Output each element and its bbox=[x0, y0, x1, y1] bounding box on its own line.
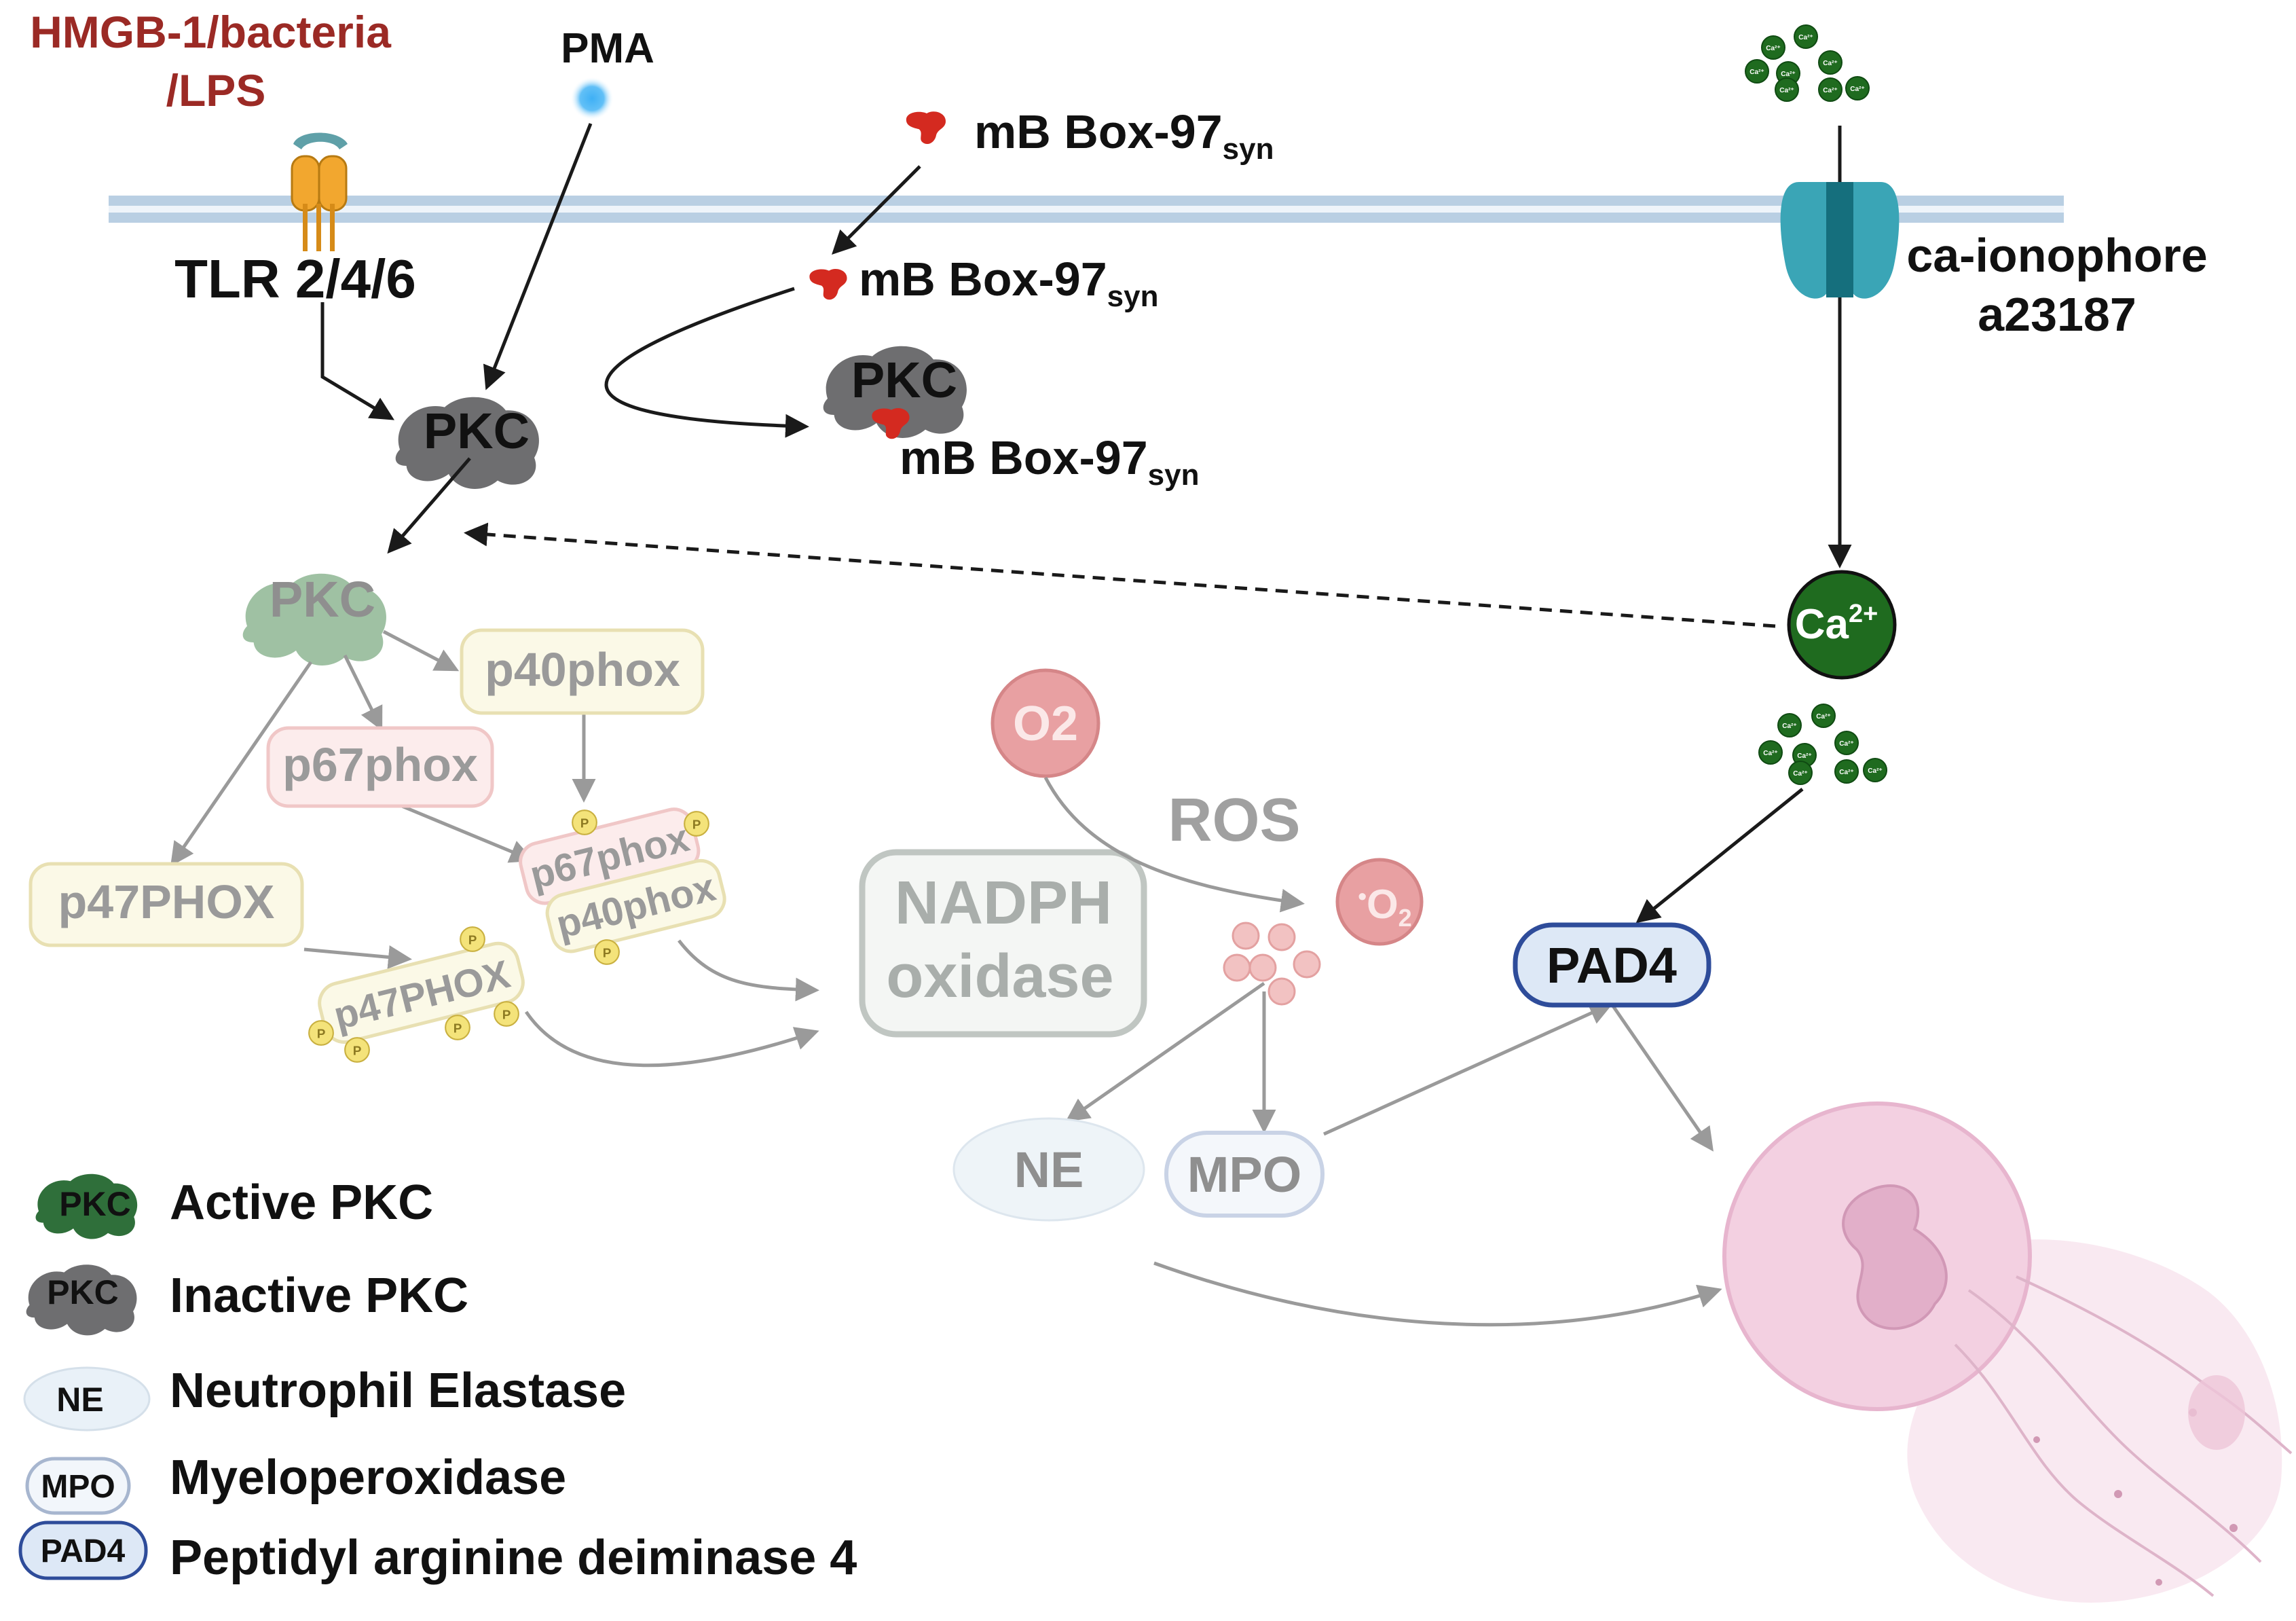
legend-item-mpo: MPO Myeloperoxidase bbox=[25, 1451, 566, 1515]
calcium-cluster-bottom bbox=[1758, 704, 1887, 785]
p67phox-label: p67phox bbox=[282, 738, 478, 791]
tlr-receptor-icon bbox=[291, 132, 348, 251]
inhibitor-label-bound: mB Box-97syn bbox=[900, 431, 1199, 492]
calcium-node: Ca2+ bbox=[1787, 570, 1897, 680]
legend-label: Peptidyl arginine deiminase 4 bbox=[170, 1531, 857, 1585]
cell-membrane bbox=[109, 196, 2064, 223]
tlr-label: TLR 2/4/6 bbox=[174, 249, 416, 309]
inhibitor-label-inside: mB Box-97syn bbox=[859, 253, 1158, 313]
pkc-complex-label: PKC bbox=[851, 352, 957, 408]
pad4-node: PAD4 bbox=[1513, 922, 1711, 1008]
p67phox-box: p67phox bbox=[266, 726, 494, 808]
legend-key: PKC bbox=[59, 1185, 131, 1223]
signal-arrows bbox=[320, 123, 1852, 924]
ionophore-label: ca-ionophore bbox=[1906, 229, 2207, 282]
nadph-oxidase-box: NADPH oxidase bbox=[859, 849, 1147, 1038]
stimulus-label-line2: /LPS bbox=[166, 65, 266, 115]
p40phox-box: p40phox bbox=[460, 628, 705, 715]
o2-node: O2 bbox=[990, 668, 1100, 778]
p40phox-label: p40phox bbox=[485, 643, 680, 696]
legend-item-ne: NE Neutrophil Elastase bbox=[23, 1364, 626, 1432]
phospho-complex-p47: p47PHOX bbox=[318, 941, 525, 1044]
svg-text:Ca2+: Ca2+ bbox=[1795, 600, 1878, 648]
mpo-label: MPO bbox=[1187, 1146, 1302, 1203]
stimulus-label: HMGB-1/bacteria bbox=[30, 7, 392, 57]
netosis-cell-icon bbox=[1722, 1101, 2293, 1603]
legend-key: PAD4 bbox=[41, 1533, 126, 1569]
nadph-label-line2: oxidase bbox=[886, 943, 1113, 1010]
pad4-label: PAD4 bbox=[1547, 937, 1677, 994]
ion-channel-icon bbox=[1780, 182, 1900, 299]
inhibitor-label-outside: mB Box-97syn bbox=[974, 105, 1274, 166]
o2-label: O2 bbox=[1013, 697, 1078, 751]
ne-label: NE bbox=[1014, 1142, 1084, 1198]
ne-node: NE bbox=[952, 1117, 1145, 1222]
calcium-cluster-top bbox=[1745, 24, 1870, 102]
legend-key: PKC bbox=[47, 1273, 119, 1311]
phox-arrows bbox=[170, 630, 819, 1068]
legend-label: Neutrophil Elastase bbox=[170, 1364, 626, 1418]
ros-cluster-icon bbox=[1223, 922, 1321, 1006]
legend-item-pad4: PAD4 Peptidyl arginine deiminase 4 bbox=[18, 1520, 857, 1585]
svg-text:•O2: •O2 bbox=[1358, 881, 1411, 932]
nadph-label-line1: NADPH bbox=[895, 869, 1112, 937]
pma-label: PMA bbox=[561, 25, 654, 72]
legend-item-active-pkc: PKC Active PKC bbox=[35, 1173, 433, 1239]
legend: PKC Active PKC PKC Inactive PKC NE Neutr… bbox=[18, 1173, 857, 1585]
p47phox-label: p47PHOX bbox=[58, 875, 275, 928]
ros-arrows bbox=[1065, 981, 1722, 1327]
legend-label: Myeloperoxidase bbox=[170, 1451, 566, 1505]
ros-label: ROS bbox=[1168, 786, 1300, 854]
inhibitor-molecule-icon bbox=[906, 111, 946, 144]
pkc-inactive-label: PKC bbox=[424, 403, 530, 459]
superoxide-node: •O2 bbox=[1335, 858, 1424, 946]
legend-label: Inactive PKC bbox=[170, 1269, 468, 1323]
ionophore-label-line2: a23187 bbox=[1978, 288, 2136, 341]
o2-to-superoxide-arrow bbox=[1043, 776, 1305, 913]
p47phox-box: p47PHOX bbox=[29, 862, 304, 947]
mpo-node: MPO bbox=[1164, 1131, 1325, 1218]
inhibitor-molecule-icon bbox=[809, 269, 847, 300]
legend-label: Active PKC bbox=[170, 1176, 433, 1230]
legend-item-inactive-pkc: PKC Inactive PKC bbox=[26, 1264, 468, 1336]
legend-key: NE bbox=[56, 1381, 103, 1419]
legend-key: MPO bbox=[41, 1469, 115, 1505]
pma-molecule-icon bbox=[570, 77, 614, 120]
pkc-active-label: PKC bbox=[270, 571, 375, 627]
